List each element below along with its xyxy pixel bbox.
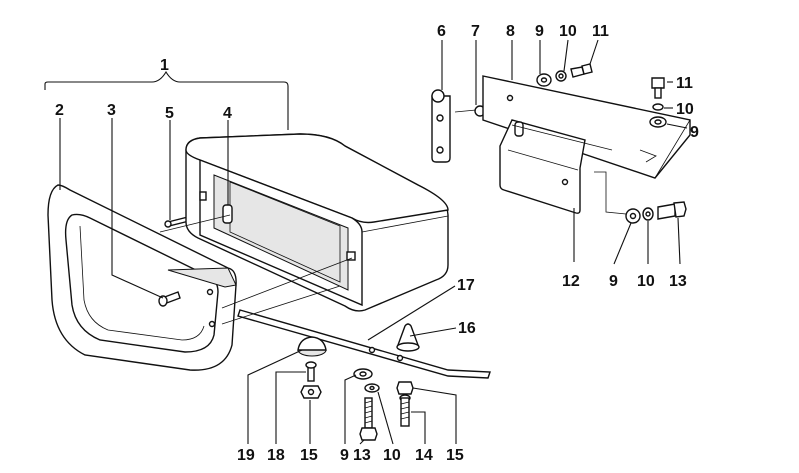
rubber-cone-16: [396, 323, 420, 352]
callout-9-right: 9: [690, 124, 699, 141]
hardware-top: [536, 63, 593, 87]
hardware-lower-right: [625, 201, 687, 224]
callout-18: 18: [267, 447, 285, 464]
callout-12: 12: [562, 273, 580, 290]
screw-18: [305, 361, 317, 382]
callout-14: 14: [415, 447, 433, 464]
callout-10-top: 10: [559, 23, 577, 40]
screw-3: [158, 291, 181, 307]
hinge-plate-12: [499, 119, 613, 214]
rubber-foot-19: [297, 336, 327, 357]
callout-9-top: 9: [535, 23, 544, 40]
callout-19: 19: [237, 447, 255, 464]
washers-lower: [353, 368, 414, 395]
callout-10-lower: 10: [637, 273, 655, 290]
callout-5: 5: [165, 105, 174, 122]
callout-13-right: 13: [669, 273, 687, 290]
callout-3: 3: [107, 102, 116, 119]
callout-7: 7: [471, 23, 480, 40]
callout-2: 2: [55, 102, 64, 119]
callout-8: 8: [506, 23, 515, 40]
bezel-frame: [47, 184, 237, 371]
hardware-right: [649, 77, 667, 128]
callout-labels: 1 2 3 5 4 6 7 8 9 10 11 11 10 9 12 9 10 …: [55, 23, 699, 464]
callout-1: 1: [160, 57, 169, 74]
callout-13-bottom: 13: [353, 447, 371, 464]
callout-6: 6: [437, 23, 446, 40]
bracket-plate-8: [482, 75, 691, 179]
leader-lines: [59, 39, 688, 445]
callout-16: 16: [458, 320, 476, 337]
housing-box: [185, 133, 449, 312]
callout-10-bottom: 10: [383, 447, 401, 464]
callout-10-right: 10: [676, 101, 694, 118]
callout-15-right: 15: [446, 447, 464, 464]
hinge-plate-6: [431, 89, 451, 163]
mounting-strip-17: [237, 309, 491, 379]
assembly-1-bracket: [44, 70, 289, 130]
bolt-14: [399, 394, 411, 427]
callout-4: 4: [223, 105, 232, 122]
callout-9-lower: 9: [609, 273, 618, 290]
callout-11-top: 11: [592, 23, 609, 40]
callout-17: 17: [457, 277, 475, 294]
nut-15-left: [300, 385, 322, 399]
bolt-13-lower: [359, 397, 378, 441]
callout-15-left: 15: [300, 447, 318, 464]
callout-9-bottom: 9: [340, 447, 349, 464]
callout-11-right: 11: [676, 75, 693, 92]
